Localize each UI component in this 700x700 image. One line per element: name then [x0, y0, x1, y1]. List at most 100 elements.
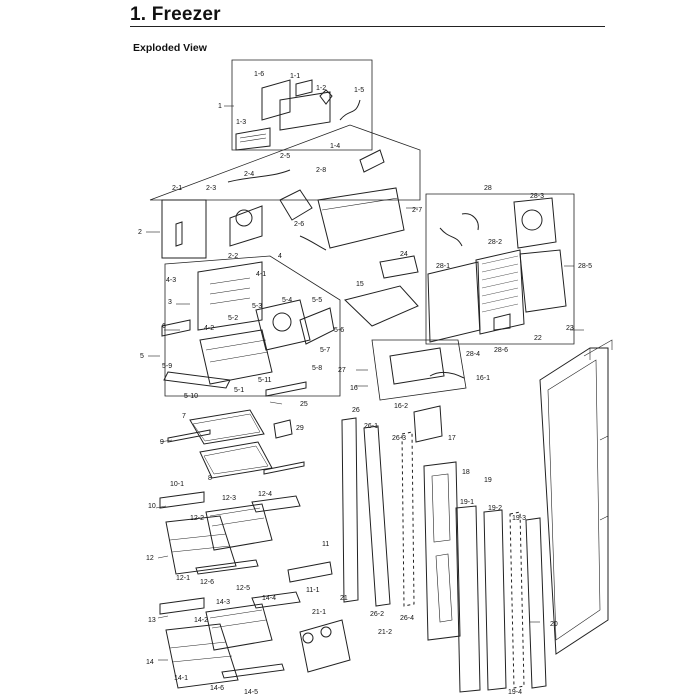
callout-5-8: 5-8 [312, 365, 322, 372]
callout-2-5: 2-5 [280, 153, 290, 160]
door-gasket-assembly [455, 505, 547, 693]
door-liner-assembly [423, 461, 461, 641]
callout-1: 1 [218, 103, 222, 110]
callout-16: 16 [350, 385, 358, 392]
callout-1-1: 1-1 [290, 73, 300, 80]
callout-28-1: 28-1 [436, 263, 450, 270]
callout-12-4: 12-4 [258, 491, 272, 498]
callout-26: 26 [352, 407, 360, 414]
callout-14-1: 14-1 [174, 675, 188, 682]
callout-6: 6 [162, 323, 166, 330]
callout-1-5: 1-5 [354, 87, 364, 94]
callout-1-3: 1-3 [236, 119, 246, 126]
callout-5-6: 5-6 [334, 327, 344, 334]
door-rail-assembly [341, 405, 443, 607]
callout-26-3: 26-3 [392, 435, 406, 442]
callout-14: 14 [146, 659, 154, 666]
evaporator-assembly [425, 193, 575, 345]
callout-16-1: 16-1 [476, 375, 490, 382]
callout-14-4: 14-4 [262, 595, 276, 602]
callout-2-1: 2-1 [172, 185, 182, 192]
callout-13: 13 [148, 617, 156, 624]
callout-22: 22 [534, 335, 542, 342]
callout-14-5: 14-5 [244, 689, 258, 696]
callout-28-6: 28-6 [494, 347, 508, 354]
callout-11: 11 [322, 541, 329, 548]
callout-17: 17 [448, 435, 456, 442]
callout-5-4: 5-4 [282, 297, 292, 304]
callout-12-3: 12-3 [222, 495, 236, 502]
callout-29: 29 [296, 425, 304, 432]
callout-11-1: 11-1 [306, 587, 320, 594]
callout-12-5: 12-5 [236, 585, 250, 592]
callout-5: 5 [140, 353, 144, 360]
callout-4-1: 4-1 [256, 271, 266, 278]
callout-18: 18 [462, 469, 470, 476]
callout-8: 8 [208, 475, 212, 482]
callout-26-1: 26-1 [364, 423, 378, 430]
callout-4: 4 [278, 253, 282, 260]
callout-26-2: 26-2 [370, 611, 384, 618]
callout-19-4: 19-4 [508, 689, 522, 696]
callout-15: 15 [356, 281, 364, 288]
callout-2: 2 [138, 229, 142, 236]
callout-21: 21 [340, 595, 348, 602]
ice-bucket-assembly [149, 124, 421, 259]
callout-19-1: 19-1 [460, 499, 474, 506]
callout-1-4: 1-4 [330, 143, 340, 150]
callout-14-6: 14-6 [210, 685, 224, 692]
door-bin-assembly [299, 619, 351, 673]
ice-maker-assembly [231, 59, 373, 151]
callout-24: 24 [400, 251, 408, 258]
callout-12-1: 12-1 [176, 575, 190, 582]
callout-10-1: 10-1 [170, 481, 184, 488]
callout-19-2: 19-2 [488, 505, 502, 512]
lower-drawer-assembly [159, 591, 301, 689]
callout-19-3: 19-3 [512, 515, 526, 522]
callout-28: 28 [484, 185, 492, 192]
callout-2-8: 2-8 [316, 167, 326, 174]
callout-23: 23 [566, 325, 574, 332]
callout-20: 20 [550, 621, 558, 628]
callout-5-1: 5-1 [234, 387, 244, 394]
shelf-assembly [167, 409, 305, 479]
callout-14-3: 14-3 [216, 599, 230, 606]
callout-12-6: 12-6 [200, 579, 214, 586]
callout-28-2: 28-2 [488, 239, 502, 246]
callout-2-4: 2-4 [244, 171, 254, 178]
callout-26-4: 26-4 [400, 615, 414, 622]
callout-28-4: 28-4 [466, 351, 480, 358]
leader-lines [146, 105, 584, 661]
callout-14-2: 14-2 [194, 617, 208, 624]
callout-25: 25 [300, 401, 308, 408]
callout-21-1: 21-1 [312, 609, 326, 616]
callout-4-3: 4-3 [166, 277, 176, 284]
callout-5-11: 5-11 [258, 377, 272, 384]
callout-28-3: 28-3 [530, 193, 544, 200]
callout-5-2: 5-2 [228, 315, 238, 322]
callout-1-2: 1-2 [316, 85, 326, 92]
callout-5-9: 5-9 [162, 363, 172, 370]
cabinet-body [539, 339, 613, 655]
callout-2-7: 2-7 [412, 207, 422, 214]
callout-5-3: 5-3 [252, 303, 262, 310]
page-title: 1. Freezer [130, 4, 221, 25]
callout-5-10: 5-10 [184, 393, 198, 400]
callout-7: 7 [182, 413, 186, 420]
evaporator-cover-assembly [161, 255, 341, 397]
callout-27: 27 [338, 367, 346, 374]
fan-duct-assembly [344, 255, 467, 401]
upper-drawer-assembly [159, 491, 333, 583]
callout-21-2: 21-2 [378, 629, 392, 636]
callout-10: 10 [148, 503, 156, 510]
callout-28-5: 28-5 [578, 263, 592, 270]
page-header: 1. Freezer [130, 4, 605, 27]
callout-2-3: 2-3 [206, 185, 216, 192]
callout-2-2: 2-2 [228, 253, 238, 260]
callout-1-6: 1-6 [254, 71, 264, 78]
callout-9: 9 [160, 439, 164, 446]
callout-5-5: 5-5 [312, 297, 322, 304]
callout-16-2: 16-2 [394, 403, 408, 410]
callout-3: 3 [168, 299, 172, 306]
